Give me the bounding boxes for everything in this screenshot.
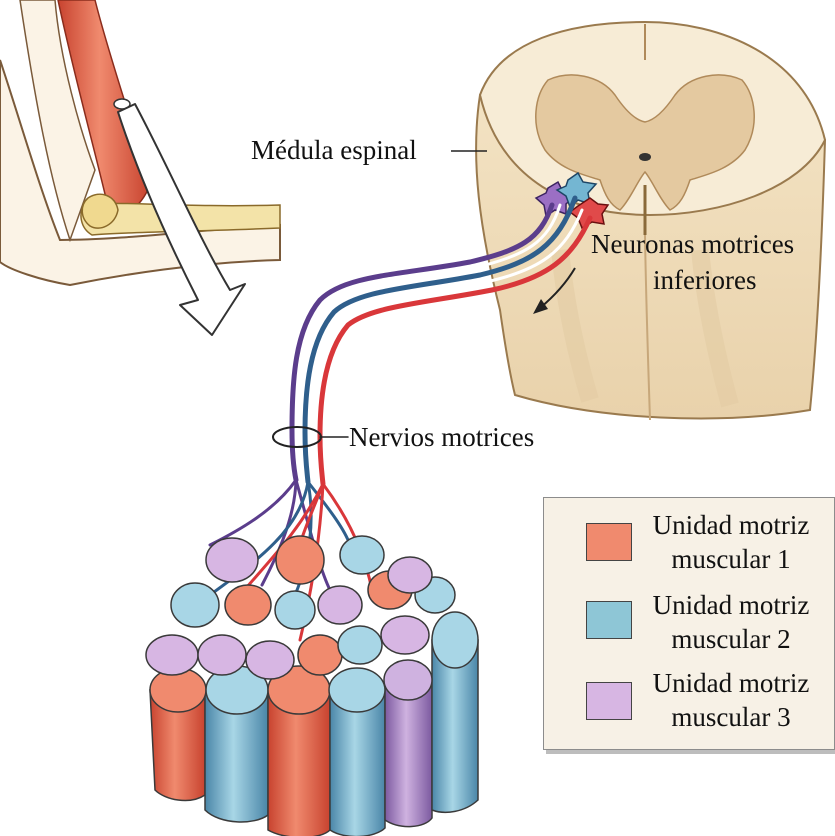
arm-illustration (0, 0, 280, 335)
muscle-fiber-bundle (146, 536, 478, 836)
fiber-end-purple-3 (198, 635, 246, 675)
fiber-end-purple-7 (206, 538, 258, 582)
fiber-end-blue-3 (432, 612, 478, 668)
motor-nerves-label: Nervios motrices (349, 421, 534, 453)
legend-item-2-line1: Unidad motriz (631, 590, 831, 621)
legend-swatch-2 (586, 601, 632, 639)
fiber-end-red-3 (298, 635, 342, 675)
fiber-end-red-6 (276, 536, 324, 584)
legend-item-1-line1: Unidad motriz (631, 510, 831, 541)
fiber-cylinder-purple-1 (385, 680, 432, 827)
legend-item-1-line2: muscular 1 (631, 544, 831, 575)
fiber-end-blue-5 (171, 583, 219, 627)
legend-item-3-line1: Unidad motriz (631, 668, 831, 699)
fiber-end-purple-2 (146, 635, 198, 675)
legend-item-2-line2: muscular 2 (631, 624, 831, 655)
fiber-end-purple-6 (318, 586, 362, 624)
legend-item-3-line2: muscular 3 (631, 702, 831, 733)
lower-motor-neurons-label-line2: inferiores (653, 264, 756, 296)
fiber-end-purple-1 (384, 660, 432, 700)
fiber-end-blue-2 (329, 668, 385, 712)
fiber-end-purple-5 (381, 616, 429, 654)
legend-swatch-1 (586, 523, 632, 561)
legend-box: Unidad motriz muscular 1 Unidad motriz m… (543, 497, 835, 750)
lower-motor-neurons-label-line1: Neuronas motrices (591, 228, 794, 260)
spinal-cord (476, 22, 825, 420)
fiber-end-purple-4 (246, 641, 294, 679)
spinal-cord-label: Médula espinal (251, 134, 417, 166)
legend-swatch-3 (586, 682, 632, 720)
fiber-end-red-4 (225, 585, 271, 625)
fiber-end-blue-4 (338, 626, 382, 664)
fiber-end-blue-6 (275, 591, 315, 629)
fiber-end-blue-8 (340, 536, 384, 574)
central-canal (639, 153, 651, 161)
fiber-end-purple-8 (388, 557, 432, 593)
